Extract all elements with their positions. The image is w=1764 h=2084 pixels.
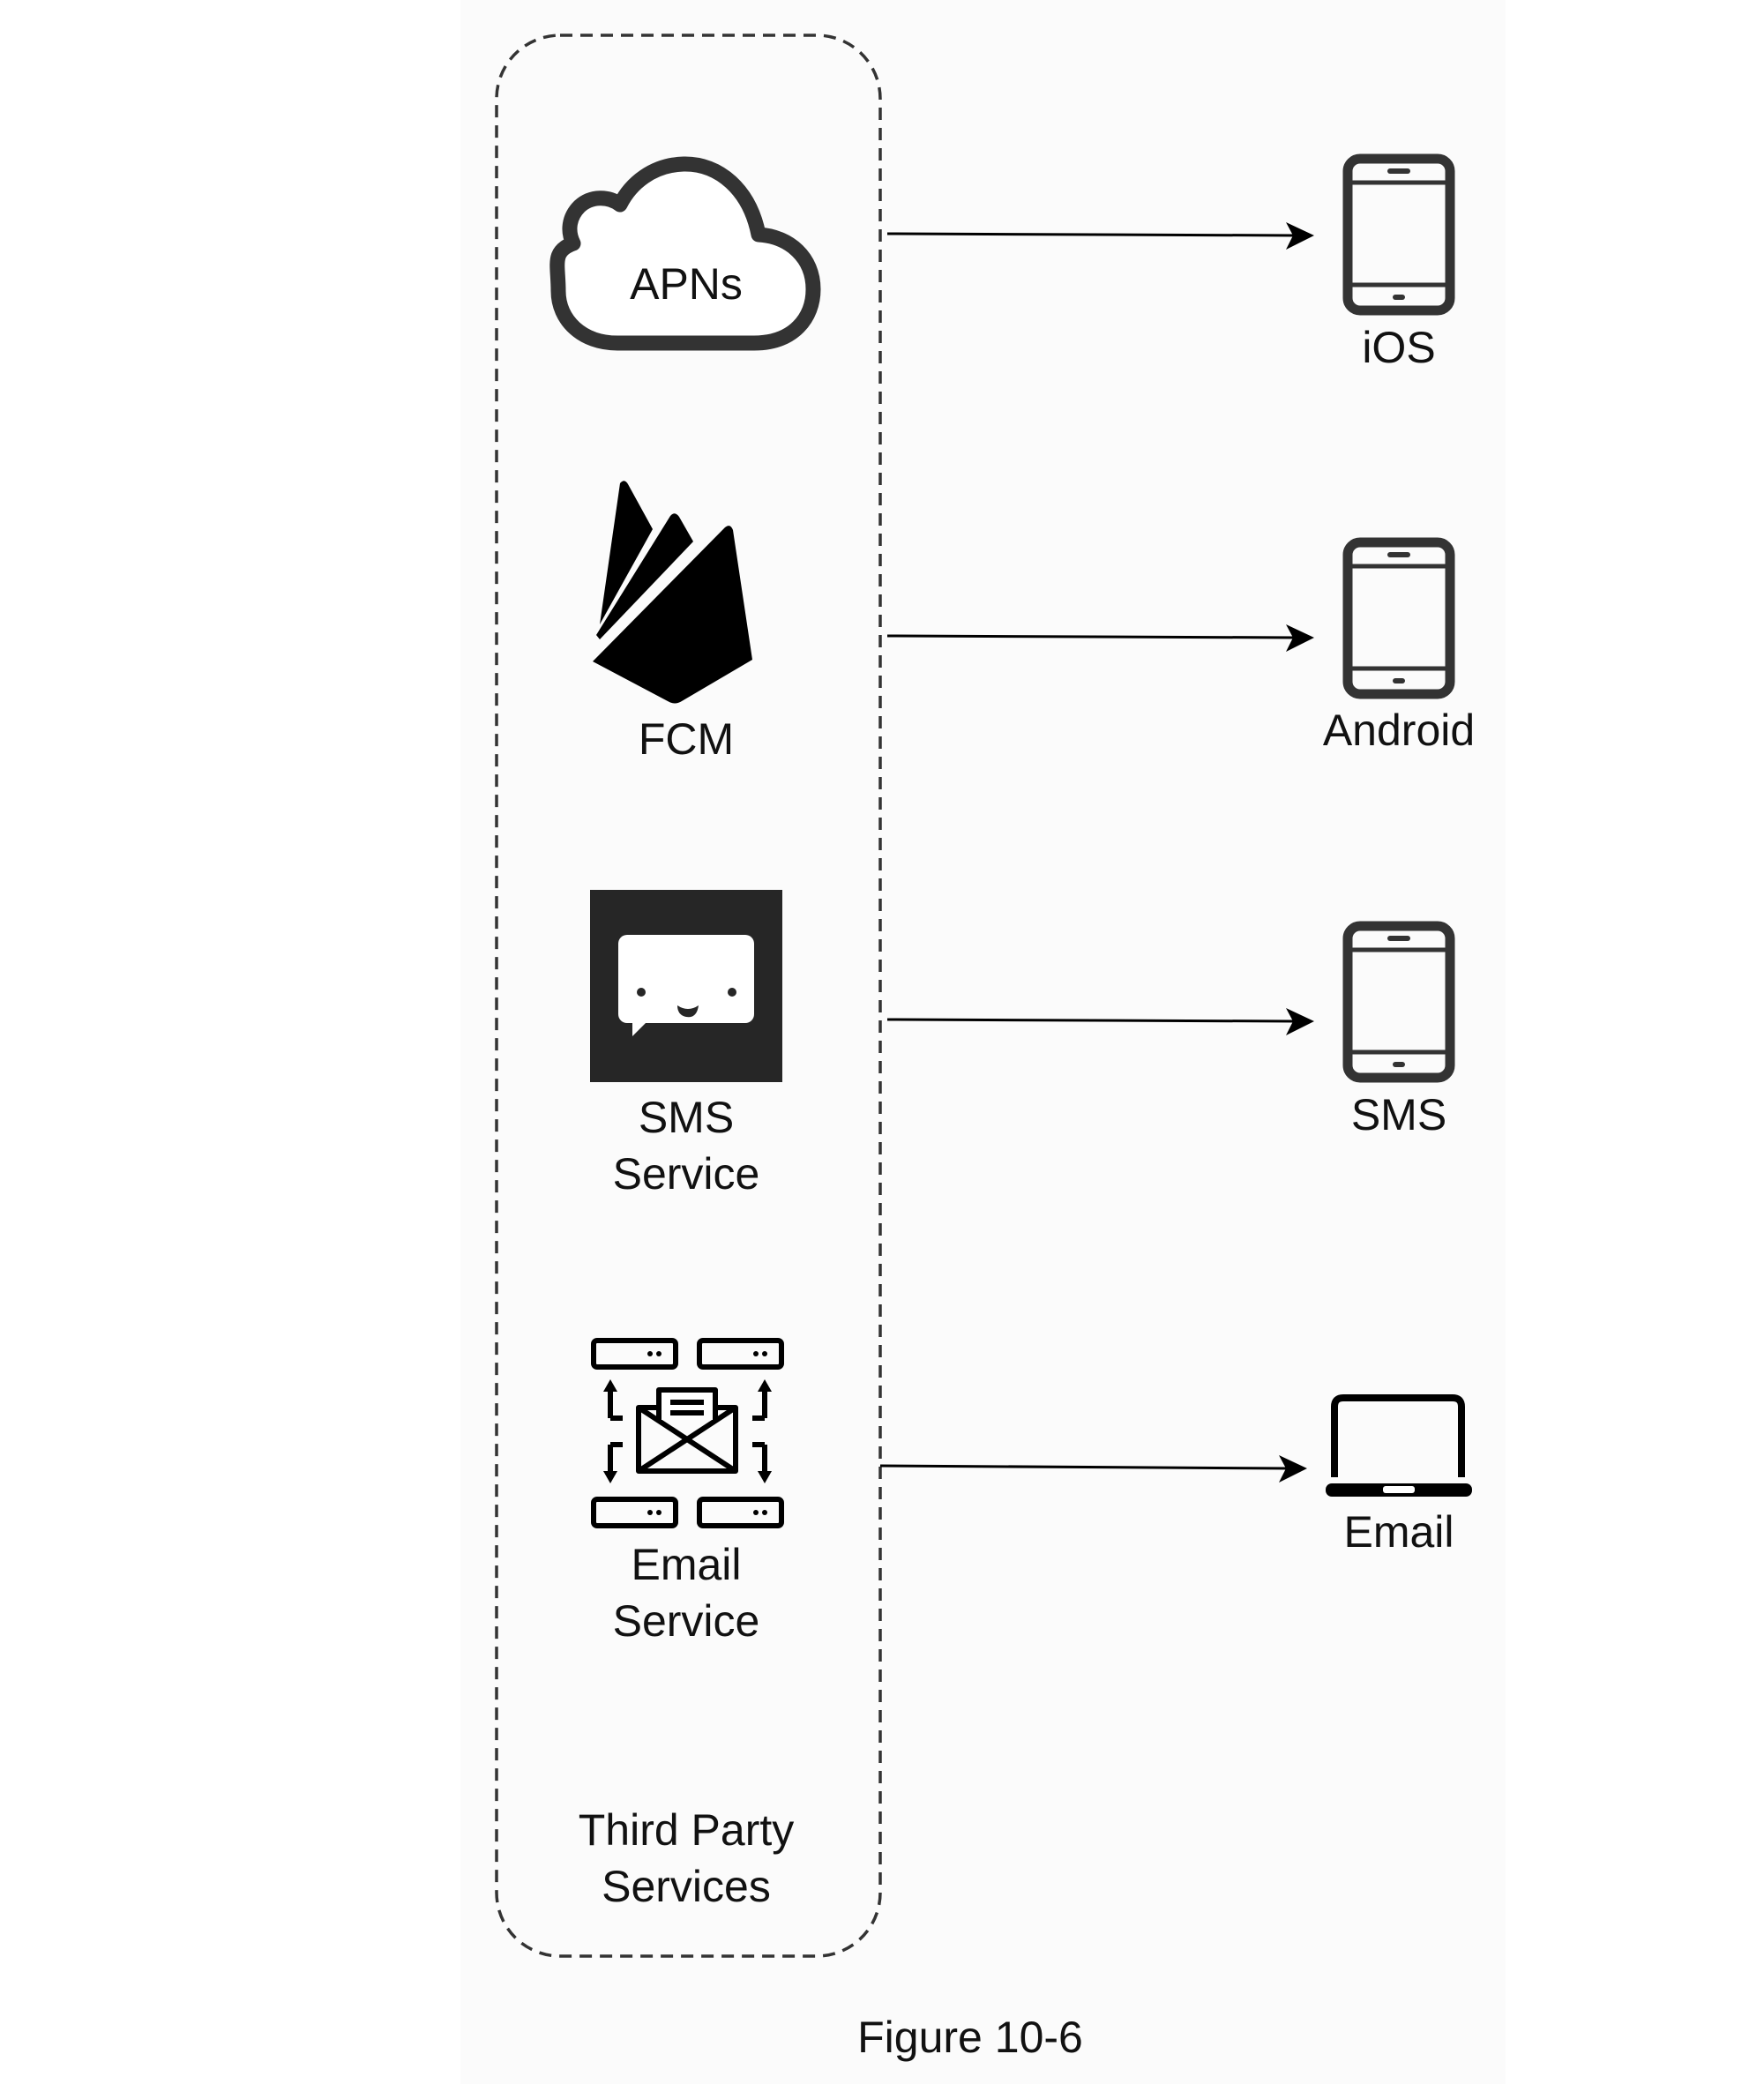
cloud-icon [549,156,821,351]
third-party-services-group [495,34,882,1958]
edge-apns-to-ios [886,232,1297,237]
target-label-sms: SMS [1350,1090,1447,1139]
arrowhead-sms [1286,1008,1314,1035]
target-label-ios: iOS [1362,323,1436,372]
arrowhead-ios [1286,222,1314,250]
target-label-email: Email [1343,1507,1454,1557]
arrowhead-email [1279,1455,1307,1483]
smartphone-icon-sms [1342,921,1455,1083]
arrowhead-android [1286,624,1314,652]
service-label-email: Email Service [612,1540,760,1646]
email-server-icon [591,1338,784,1528]
service-label-fcm: FCM [638,714,735,764]
laptop-icon [1326,1394,1472,1497]
smartphone-icon-android [1342,537,1455,699]
service-label-sms: SMS Service [612,1093,760,1199]
figure-caption: Figure 10-6 [857,2013,1083,2062]
service-label-apns: APNs [630,259,743,309]
smartphone-icon-ios [1342,153,1455,316]
target-label-android: Android [1322,706,1476,755]
group-label: Third Party Services [578,1805,795,1911]
edge-fcm-to-android [886,634,1297,639]
edge-email-to-email-device [879,1464,1290,1470]
sms-chat-icon [590,890,782,1082]
firebase-icon [593,481,752,704]
edge-sms-to-sms-device [886,1018,1297,1023]
